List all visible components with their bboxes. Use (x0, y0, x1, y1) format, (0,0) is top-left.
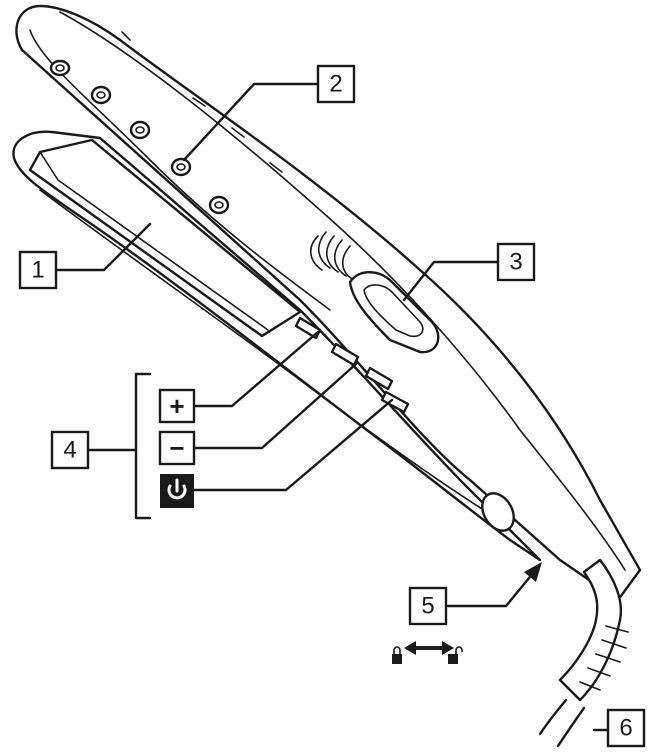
leader-lines (54, 82, 610, 732)
power-cord (538, 558, 629, 748)
vent-holes (49, 31, 283, 215)
callout-1: 1 (18, 250, 58, 290)
unlock-icon (448, 646, 463, 664)
body-buttons (294, 316, 410, 414)
lock-icon (392, 646, 402, 664)
callout-2-label: 2 (329, 71, 342, 98)
minus-label: − (169, 433, 184, 463)
callout-5-label: 5 (421, 593, 434, 620)
callout-5: 5 (408, 586, 448, 626)
callout-3-label: 3 (509, 249, 522, 276)
power-button-symbol (160, 474, 194, 508)
callout-3: 3 (496, 242, 536, 282)
callout-4: 4 (50, 430, 90, 470)
callout-1-label: 1 (31, 257, 44, 284)
callout-2: 2 (316, 64, 356, 104)
display-window (348, 271, 440, 354)
double-arrow-icon (404, 641, 454, 655)
power-icon (167, 478, 187, 500)
grip-ribs (310, 231, 355, 281)
callout-6: 6 (606, 708, 646, 748)
plus-button-symbol: + (158, 388, 196, 424)
lower-arm (12, 130, 542, 562)
callout-6-label: 6 (619, 715, 632, 742)
callout-4-label: 4 (63, 437, 76, 464)
minus-button-symbol: − (158, 430, 196, 466)
arrow-head (524, 562, 542, 582)
lock-indicator (392, 641, 463, 664)
plus-label: + (169, 391, 184, 421)
